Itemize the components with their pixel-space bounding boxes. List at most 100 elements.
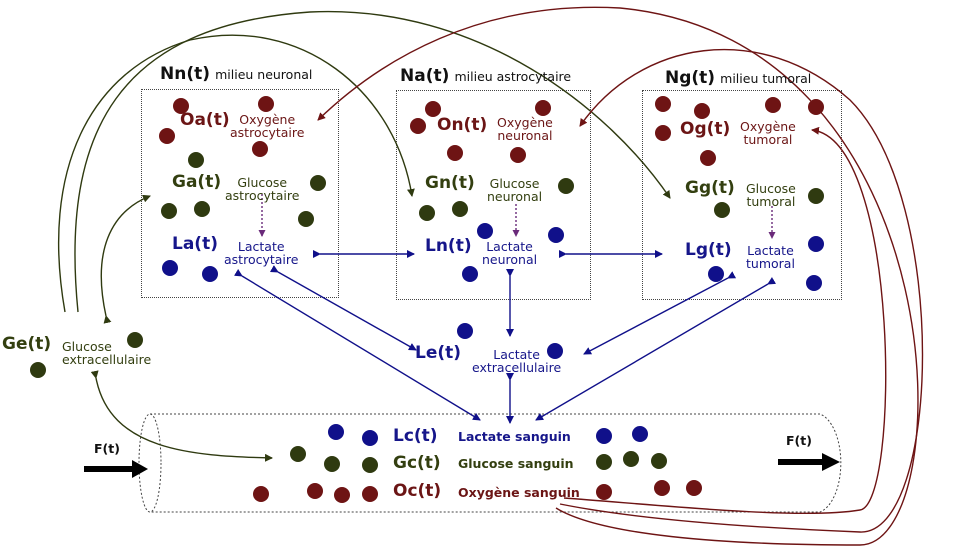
blood-oxygen-label: Oxygène sanguin (458, 485, 580, 500)
lactate-dot (477, 223, 493, 239)
glucose-dot (127, 332, 143, 348)
flow-in-arrowhead (132, 460, 148, 478)
neuronal-title: Nn(t) milieu neuronal (160, 64, 313, 84)
extra-glucose-symbol: Ge(t) (2, 334, 52, 354)
oxygen-dot (425, 101, 441, 117)
tumoral-oxygen-symbol: Og(t) (680, 119, 731, 139)
glucose-dot (596, 454, 612, 470)
glucose-dot (194, 201, 210, 217)
glucose-dot (623, 451, 639, 467)
oxygen-dot (808, 99, 824, 115)
neuronal-lactate-symbol: La(t) (172, 234, 218, 254)
neuronal-title-text: milieu neuronal (215, 67, 313, 82)
extra-lactate-symbol: Le(t) (415, 343, 462, 363)
neuronal-oxygen-label: Oxygène astrocytaire (230, 112, 305, 141)
glucose-dot (452, 201, 468, 217)
flow-out-label: F(t) (786, 433, 812, 448)
astro-oxygen-label: Oxygène neuronal (497, 115, 553, 144)
arrow-Oc-Oa (317, 6, 919, 546)
tumoral-lactate-label: Lactate tumoral (746, 243, 795, 272)
glucose-dot (714, 202, 730, 218)
tumoral-title: Ng(t) milieu tumoral (665, 68, 812, 88)
blood-oxygen-symbol: Oc(t) (393, 481, 442, 501)
oxygen-dot (253, 486, 269, 502)
glucose-dot (651, 453, 667, 469)
arrow-Oc-Og (563, 126, 887, 515)
oxygen-dot (410, 118, 426, 134)
oxygen-dot (447, 145, 463, 161)
tumoral-lactate-symbol: Lg(t) (685, 240, 732, 260)
glucose-dot (808, 188, 824, 204)
oxygen-dot (686, 480, 702, 496)
astro-oxygen-symbol: On(t) (437, 115, 488, 135)
blood-glucose-label: Glucose sanguin (458, 456, 574, 471)
blood-lactate-label: Lactate sanguin (458, 429, 571, 444)
neuronal-lactate-label: Lactate astrocytaire (224, 239, 299, 268)
glucose-dot (362, 457, 378, 473)
glucose-dot (558, 178, 574, 194)
oxygen-dot (173, 98, 189, 114)
arrow-Lg-Lc (535, 277, 777, 421)
oxygen-dot (334, 487, 350, 503)
neuronal-glucose-symbol: Ga(t) (172, 172, 222, 192)
astro-lactate-label: Lactate neuronal (482, 239, 538, 268)
oxygen-dot (362, 486, 378, 502)
extra-lactate-label: Lactate extracellulaire (472, 347, 562, 376)
flow-in-label: F(t) (94, 441, 120, 456)
astrocytaire-title-symbol: Na(t) (400, 66, 450, 86)
lactate-dot (162, 260, 178, 276)
lactate-dot (808, 236, 824, 252)
astrocytaire-title-text: milieu astrocytaire (454, 69, 572, 84)
oxygen-dot (252, 141, 268, 157)
lactate-dot (328, 424, 344, 440)
lactate-dot (632, 426, 648, 442)
arrow-La-Lc (233, 268, 481, 421)
neuronal-oxygen-symbol: Oa(t) (180, 110, 230, 130)
tumoral-oxygen-label: Oxygène tumoral (740, 119, 796, 148)
arrow-Ge-Gg (74, 10, 671, 313)
oxygen-dot (655, 96, 671, 112)
oxygen-dot (159, 128, 175, 144)
blood-glucose-symbol: Gc(t) (393, 453, 441, 473)
lactate-dot (547, 343, 563, 359)
oxygen-dot (510, 147, 526, 163)
oxygen-dot (654, 480, 670, 496)
astro-glucose-symbol: Gn(t) (425, 173, 475, 193)
glucose-dot (310, 175, 326, 191)
arrow-Oc-On (559, 48, 924, 533)
glucose-dot (188, 152, 204, 168)
neuronal-glucose-label: Glucose astrocytaire (225, 175, 300, 204)
oxygen-dot (307, 483, 323, 499)
oxygen-dot (596, 484, 612, 500)
lactate-dot (708, 266, 724, 282)
neuronal-title-symbol: Nn(t) (160, 64, 210, 84)
glucose-dot (298, 211, 314, 227)
arrow-Lg-Le (583, 271, 737, 355)
astrocytaire-title: Na(t) milieu astrocytaire (400, 66, 572, 86)
glucose-dot (30, 362, 46, 378)
oxygen-dot (700, 150, 716, 166)
glucose-dot (324, 456, 340, 472)
astrocytaire-compartment-box (396, 90, 591, 300)
oxygen-dot (655, 125, 671, 141)
blood-lactate-symbol: Lc(t) (393, 426, 438, 446)
extra-glucose-label: Glucose extracellulaire (62, 339, 152, 368)
oxygen-dot (258, 96, 274, 112)
lactate-dot (202, 266, 218, 282)
lactate-dot (362, 430, 378, 446)
astro-lactate-symbol: Ln(t) (425, 236, 472, 256)
glucose-dot (161, 203, 177, 219)
glucose-dot (290, 446, 306, 462)
tumoral-title-symbol: Ng(t) (665, 68, 716, 88)
astro-glucose-label: Glucose neuronal (487, 176, 543, 205)
glucose-dot (419, 205, 435, 221)
tumoral-glucose-symbol: Gg(t) (685, 178, 735, 198)
flow-out-arrowhead (822, 453, 840, 471)
blood-vessel (138, 413, 842, 513)
tumoral-title-text: milieu tumoral (720, 71, 812, 86)
arrow-Ge-Gc (90, 370, 273, 462)
lactate-dot (806, 275, 822, 291)
lactate-dot (457, 323, 473, 339)
oxygen-dot (765, 97, 781, 113)
